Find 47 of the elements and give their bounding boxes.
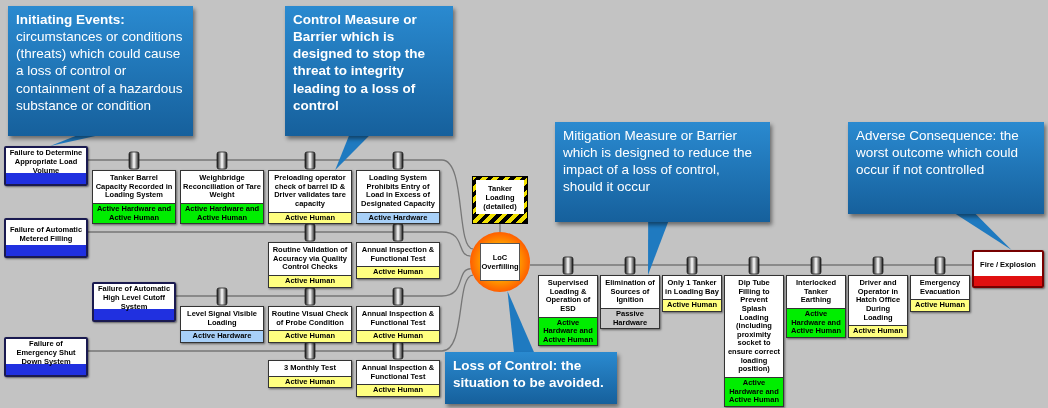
callout-pointer [507,291,534,352]
callout-pointer [50,136,96,146]
barrier-card [356,360,440,397]
barrier-card [600,275,660,330]
callout-text: Mitigation Measure or Barrier which is designed to reduce the impact of a loss of control, should it occur [563,127,754,196]
callout-text: Loss of Control: the situation to be avoided. [453,357,605,392]
callout-box [555,122,770,222]
callout-pointer [648,222,669,275]
barrier-card [662,275,722,312]
callout-heading: Initiating Events: [16,11,126,29]
callout-box [445,352,617,404]
barrier-card [910,275,970,312]
threat-box [4,218,88,258]
barrier-card [724,275,784,407]
barrier-card [356,306,440,343]
pathway-line [499,223,501,233]
callout-text: circumstances or conditions (threats) which could cause a loss of control or containment of a hazardous substance or condition [16,28,184,114]
barrier-card [356,170,440,225]
callout-box [848,122,1044,214]
callout-box [285,6,453,136]
callout-text: Adverse Consequence: the worst outcome which could occur if not controlled [856,127,1020,179]
barrier-card [92,170,176,225]
barrier-card [180,306,264,343]
threat-box [4,337,88,377]
callout-pointer [955,214,1012,250]
hazard-box [472,176,528,224]
consequence-box [972,250,1044,288]
barrier-card [268,306,352,343]
barrier-card [268,360,352,389]
pathway-line [175,268,472,297]
callout-text: Control Measure or Barrier which is designed to stop the threat to integrity leading to a loss of control [293,11,426,114]
threat-box [92,282,176,322]
pathway-line [87,274,474,352]
barrier-card [356,242,440,279]
top-event-circle [470,232,530,292]
barrier-card [848,275,908,338]
pathway-line [87,231,472,257]
callout-box [8,6,193,136]
threat-box [4,146,88,186]
barrier-card [786,275,846,338]
pathway-line [529,264,973,266]
barrier-card [268,170,352,225]
barrier-card [268,242,352,288]
barrier-card [180,170,264,225]
pathway-line [87,159,474,250]
barrier-card [538,275,598,347]
callout-pointer [335,136,369,170]
